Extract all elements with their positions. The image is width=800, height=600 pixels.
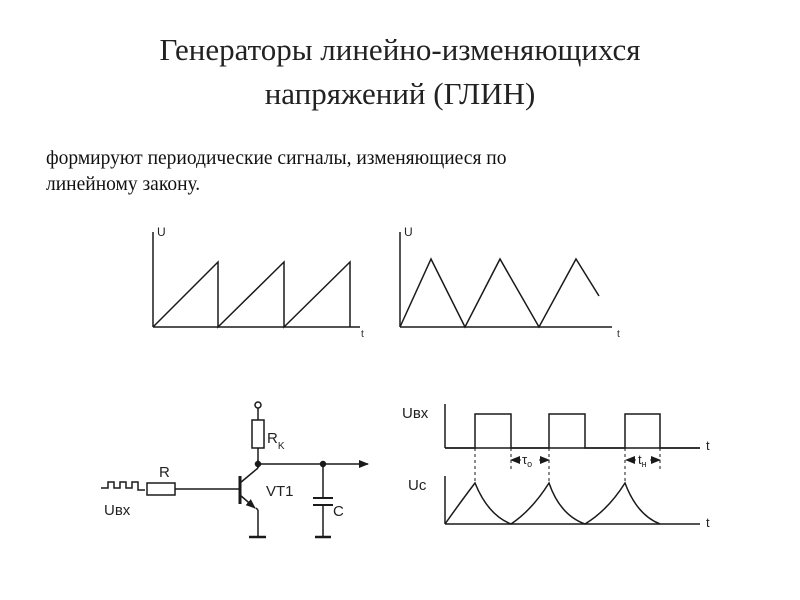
triangle-x-label: t [617,329,620,340]
description-line-2: линейному закону. [46,174,201,195]
triangle-waveform [399,257,600,329]
sawtooth-waveform [152,260,351,329]
title-line-1: Генераторы линейно-изменяющихся [159,32,641,67]
base-resistor [146,482,176,496]
slide-description: формируют периодические сигналы, изменяю… [46,146,746,198]
input-pulse-train [445,413,700,449]
circuit-input-label: Uвх [104,502,131,519]
supply-terminal [254,401,262,409]
output-waveform [444,481,661,525]
slide-title: Генераторы линейно-изменяющихся напряжен… [0,28,800,116]
collector-resistor-label: RK [267,430,285,452]
sawtooth-graph [152,232,360,329]
tau-subscript: o [527,459,532,469]
tn-symbol: t [638,452,642,467]
triangle-graph [399,232,612,329]
sawtooth-y-label: U [157,225,166,239]
timing-output-label: Uc [408,477,427,494]
timing-diagram [444,404,700,525]
sawtooth-x-label: t [361,329,364,340]
title-line-2: напряжений (ГЛИН) [264,76,536,111]
tau-symbol: τ [522,452,528,467]
timing-guides [474,448,661,484]
timing-input-t-label: t [706,438,710,453]
collector-resistor-subscript: K [278,441,285,452]
input-pulse-symbol [101,481,145,491]
resistor-label: R [159,464,170,481]
tn-label: tн [638,452,647,469]
collector-resistor [251,419,265,449]
triangle-y-label: U [404,225,413,239]
tn-subscript: н [642,459,647,469]
collector-resistor-letter: R [267,430,278,447]
description-line-1: формируют периодические сигналы, изменяю… [46,148,507,169]
tau-label: τo [522,452,532,469]
timing-output-t-label: t [706,515,710,530]
transistor-label: VT1 [266,483,294,500]
timing-input-label: Uвх [402,405,429,422]
capacitor-label: C [333,503,344,520]
circuit-diagram [101,401,369,539]
